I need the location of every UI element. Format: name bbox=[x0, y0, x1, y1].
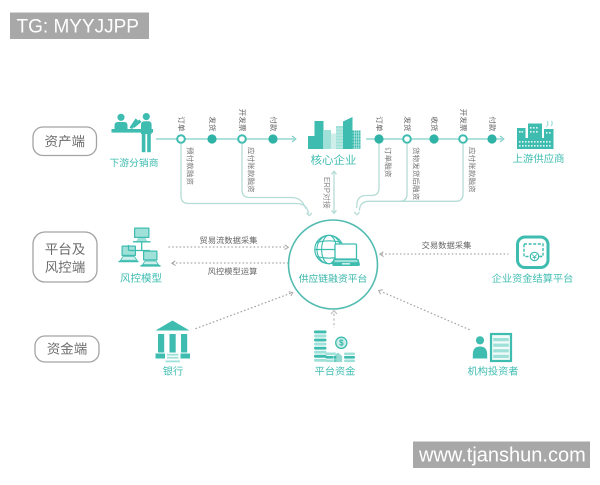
svg-text:TG: MYYJJPP: TG: MYYJJPP bbox=[17, 17, 139, 38]
svg-text:$: $ bbox=[339, 339, 344, 348]
svg-text:www.tjanshun.com: www.tjanshun.com bbox=[418, 445, 586, 467]
svg-text:ERP: ERP bbox=[322, 177, 331, 193]
